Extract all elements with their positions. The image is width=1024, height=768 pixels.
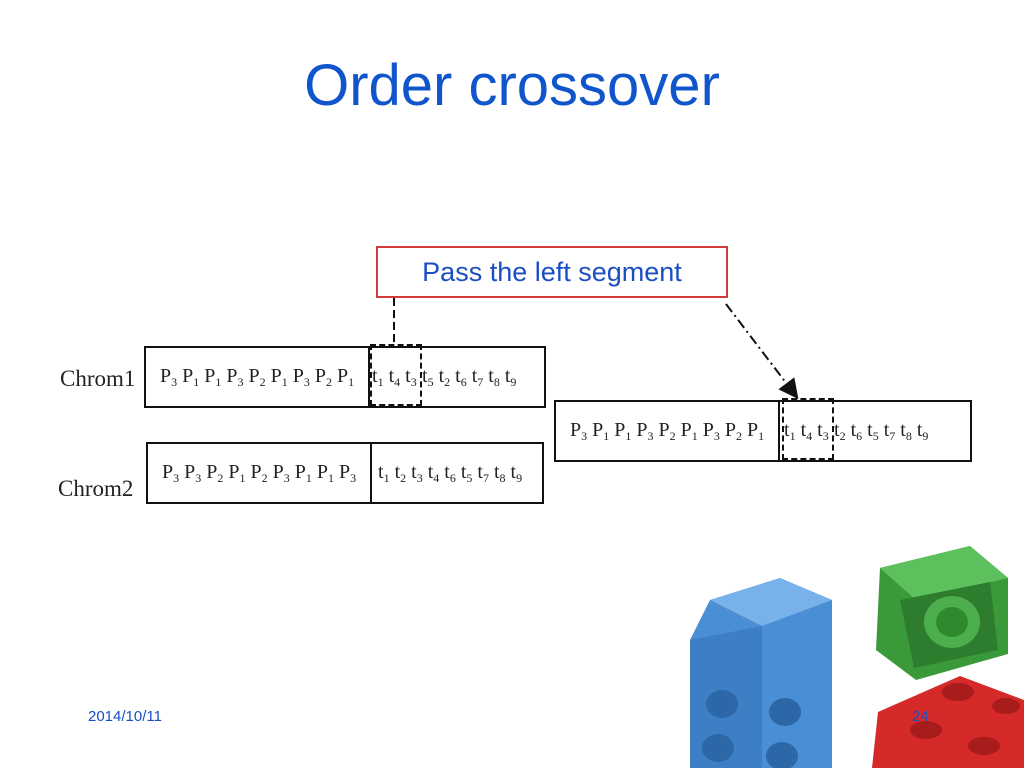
gene: t3 [405, 364, 417, 389]
offspring-divider [778, 402, 780, 460]
gene: t1 [372, 364, 384, 389]
gene: P1 [614, 418, 632, 443]
gene: P2 [724, 418, 742, 443]
gene: t9 [916, 418, 929, 443]
gene: t8 [488, 364, 500, 389]
gene: P1 [182, 364, 200, 389]
gene: t1 [378, 460, 390, 485]
gene: P3 [226, 364, 244, 389]
gene: t6 [850, 418, 863, 443]
gene: P1 [316, 460, 334, 485]
gene: P1 [228, 460, 246, 485]
gene: t5 [460, 460, 473, 485]
gene: t9 [504, 364, 517, 389]
gene: t9 [510, 460, 523, 485]
gene: P2 [206, 460, 224, 485]
gene: t4 [800, 418, 813, 443]
gene: P3 [184, 460, 202, 485]
gene: P2 [248, 364, 266, 389]
gene: P1 [747, 418, 765, 443]
gene: t7 [477, 460, 489, 485]
page-number: 24 [912, 708, 929, 725]
chrom1-label: Chrom1 [60, 366, 136, 391]
gene: P3 [570, 418, 588, 443]
gene: P3 [160, 364, 178, 389]
offspring-selected-segment [782, 398, 834, 460]
chrom2-label: Chrom2 [58, 476, 134, 501]
gene: t5 [867, 418, 879, 443]
callout-to-offspring-arrow [725, 303, 799, 400]
chrom1-selected-segment [370, 344, 422, 406]
gene: t2 [394, 460, 407, 485]
gene: P3 [272, 460, 290, 485]
gene: P1 [337, 364, 355, 389]
gene: P2 [250, 460, 268, 485]
gene: t5 [422, 364, 434, 389]
gene: P3 [636, 418, 654, 443]
gene: t7 [883, 418, 896, 443]
gene: t4 [388, 364, 401, 389]
gene: P2 [314, 364, 332, 389]
slide-title: Order crossover [304, 53, 720, 118]
gene: t8 [493, 460, 506, 485]
gene: P1 [204, 364, 222, 389]
gene: t2 [438, 364, 451, 389]
chrom1-divider [368, 348, 370, 406]
gene: t6 [444, 460, 456, 485]
callout-box: Pass the left segment [376, 246, 728, 298]
gene: t2 [834, 418, 846, 443]
gene: P3 [292, 364, 310, 389]
gene: t6 [455, 364, 467, 389]
gene: P1 [270, 364, 288, 389]
gene: P3 [162, 460, 180, 485]
gene: t8 [900, 418, 912, 443]
chrom2-divider [370, 444, 372, 502]
gene: P1 [294, 460, 312, 485]
footer-date: 2014/10/11 [88, 708, 162, 725]
gene: t3 [817, 418, 829, 443]
gene: P3 [702, 418, 720, 443]
gene: t7 [471, 364, 484, 389]
gene: P1 [680, 418, 698, 443]
gene: P3 [339, 460, 357, 485]
gene: t4 [427, 460, 440, 485]
gene: t3 [411, 460, 423, 485]
gene: P1 [592, 418, 610, 443]
gene: t1 [784, 418, 796, 443]
gene: P2 [658, 418, 676, 443]
